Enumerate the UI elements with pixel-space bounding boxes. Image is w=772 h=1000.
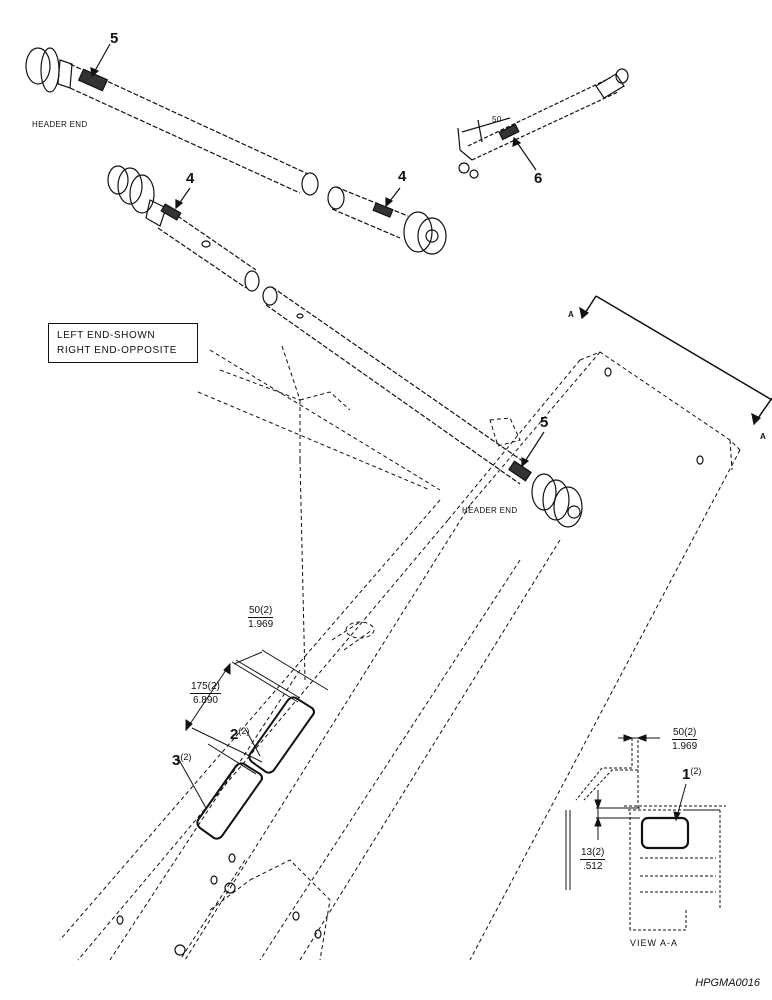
dimension-50-view: 50(2) 1.969	[672, 726, 698, 753]
header-frame	[59, 345, 741, 961]
callout-3-number: 3	[172, 752, 181, 769]
callout-1-number: 1	[682, 766, 691, 783]
callout-4-right: 4	[398, 168, 407, 185]
callout-3-qty: (2)	[180, 752, 192, 762]
callout-4-left: 4	[186, 170, 195, 187]
frame-holes	[116, 367, 704, 956]
note-line-1: LEFT END-SHOWN	[57, 330, 156, 341]
dimension-175: 175(2) 6.890	[190, 680, 221, 707]
view-title: VIEW A-A	[630, 938, 679, 948]
header-end-label-top: HEADER END	[32, 120, 88, 129]
dimension-50-inset: 50	[492, 115, 502, 124]
section-line	[579, 295, 772, 426]
dimension-lines	[177, 649, 329, 809]
dimension-50-main: 50(2) 1.969	[248, 604, 274, 631]
dimension-50-main-in: 1.969	[248, 619, 274, 630]
note-box: LEFT END-SHOWN RIGHT END-OPPOSITE	[48, 323, 198, 363]
callout-1: 1(2)	[682, 766, 701, 784]
lower-shaft	[262, 286, 583, 528]
dimension-13-view: 13(2) .512	[580, 846, 606, 873]
middle-right-shaft	[327, 186, 447, 255]
dimension-13-view-in: .512	[582, 861, 603, 872]
dimension-175-in: 6.890	[192, 695, 218, 706]
upper-shaft	[25, 47, 319, 196]
dimension-50-main-mm: 50(2)	[248, 605, 274, 618]
note-line-2: RIGHT END-OPPOSITE	[57, 345, 178, 356]
dimension-50-view-in: 1.969	[672, 741, 698, 752]
callout-5-lower: 5	[540, 414, 549, 431]
dimension-50-view-mm: 50(2)	[672, 727, 698, 740]
section-a-label-bottom: A	[760, 432, 767, 441]
leader-lines	[90, 43, 545, 468]
dimension-175-mm: 175(2)	[190, 681, 221, 694]
callout-5-top: 5	[110, 30, 119, 47]
inset-shaft	[457, 68, 629, 179]
header-end-label-lower: HEADER END	[462, 506, 518, 515]
callout-2: 2(2)	[230, 726, 249, 744]
dimension-13-view-mm: 13(2)	[580, 847, 606, 860]
section-a-label-top: A	[568, 310, 575, 319]
decal-2	[248, 696, 315, 774]
figure-id: HPGMA0016	[695, 977, 760, 989]
middle-left-shaft	[107, 165, 260, 292]
callout-3: 3(2)	[172, 752, 191, 770]
callout-6: 6	[534, 170, 543, 187]
decal-3	[196, 762, 263, 840]
callout-1-qty: (2)	[690, 766, 702, 776]
callout-2-number: 2	[230, 726, 239, 743]
callout-2-qty: (2)	[238, 726, 250, 736]
view-a-a	[565, 734, 726, 931]
